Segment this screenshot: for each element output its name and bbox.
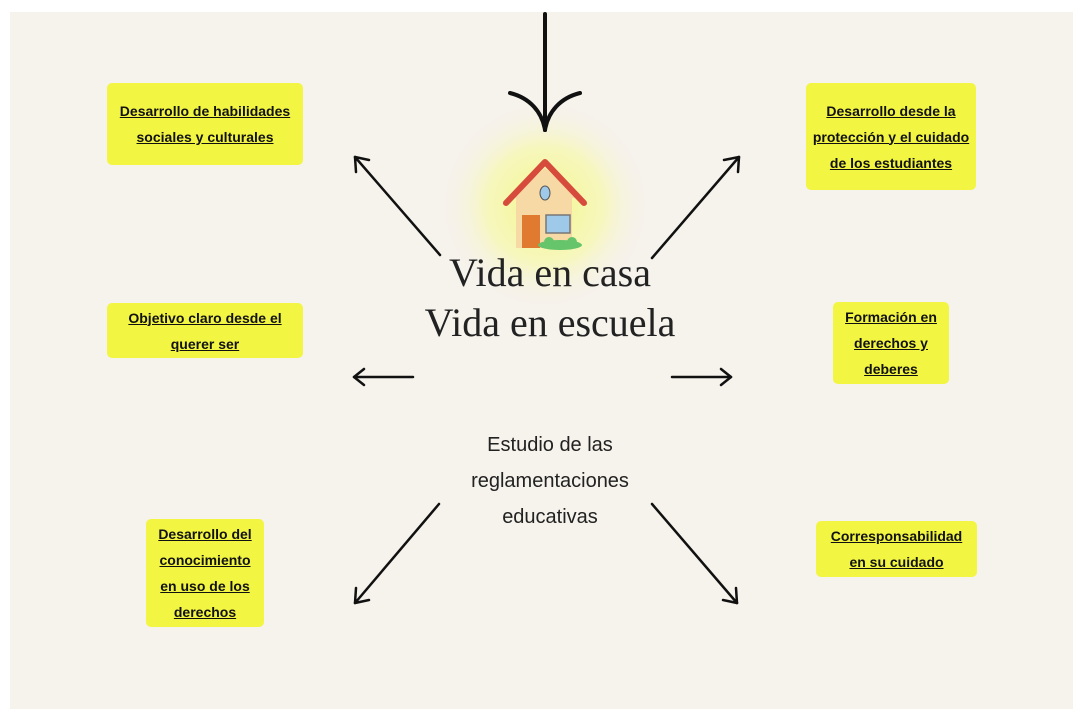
arrow-top-right xyxy=(650,155,741,260)
arrow-top-left xyxy=(353,155,442,257)
arrow-mid-right xyxy=(670,367,733,387)
center-subtitle: Estudio de las reglamentaciones educativ… xyxy=(430,427,670,535)
node-bottom-left: Desarrollo del conocimiento en uso de lo… xyxy=(146,519,264,627)
node-mid-left: Objetivo claro desde el querer ser xyxy=(107,303,303,358)
node-mid-right: Formación en derechos y deberes xyxy=(833,302,949,384)
center-title-line2: Vida en escuela xyxy=(424,300,676,345)
node-bottom-right: Corresponsabilidad en su cuidado xyxy=(816,521,977,577)
center-subtitle-line1: Estudio de las xyxy=(487,434,613,456)
center-subtitle-line3: educativas xyxy=(502,506,598,528)
arrow-bottom-left xyxy=(353,502,441,605)
house-icon xyxy=(503,159,587,250)
center-title: Vida en casa Vida en escuela xyxy=(380,248,720,348)
center-subtitle-line2: reglamentaciones xyxy=(471,470,629,492)
arrow-mid-left xyxy=(352,367,415,387)
center-title-line1: Vida en casa xyxy=(449,250,651,295)
node-top-left: Desarrollo de habilidades sociales y cul… xyxy=(107,83,303,165)
top-down-arrow xyxy=(508,12,582,132)
arrow-bottom-right xyxy=(650,502,739,605)
node-top-right: Desarrollo desde la protección y el cuid… xyxy=(806,83,976,190)
